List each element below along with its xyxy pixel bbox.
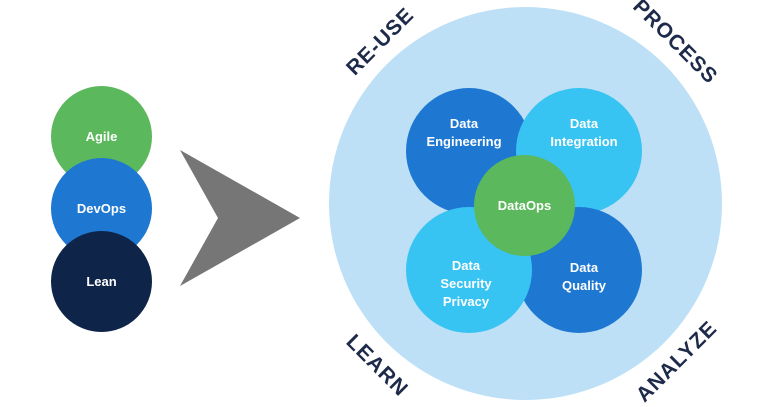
agile-label: Agile <box>85 128 118 144</box>
dataops-circle: DataOps <box>474 155 575 256</box>
data-security-line2: Security <box>440 276 492 291</box>
data-quality-line2: Quality <box>561 278 607 293</box>
data-engineering-circle: Data Engineering <box>406 88 532 214</box>
data-engineering-line2: Engineering <box>426 134 502 149</box>
lean-circle: Lean <box>51 231 152 332</box>
lean-label: Lean <box>86 273 117 289</box>
arrow-right-icon <box>180 150 300 286</box>
data-integration-line2: Integration <box>550 134 618 149</box>
dataops-label: DataOps <box>497 197 552 213</box>
data-engineering-line1: Data <box>449 116 479 131</box>
data-security-line1: Data <box>451 258 481 273</box>
data-quality-line1: Data <box>569 260 599 275</box>
data-integration-line1: Data <box>569 116 599 131</box>
data-security-line3: Privacy <box>442 294 490 309</box>
devops-label: DevOps <box>76 200 127 216</box>
